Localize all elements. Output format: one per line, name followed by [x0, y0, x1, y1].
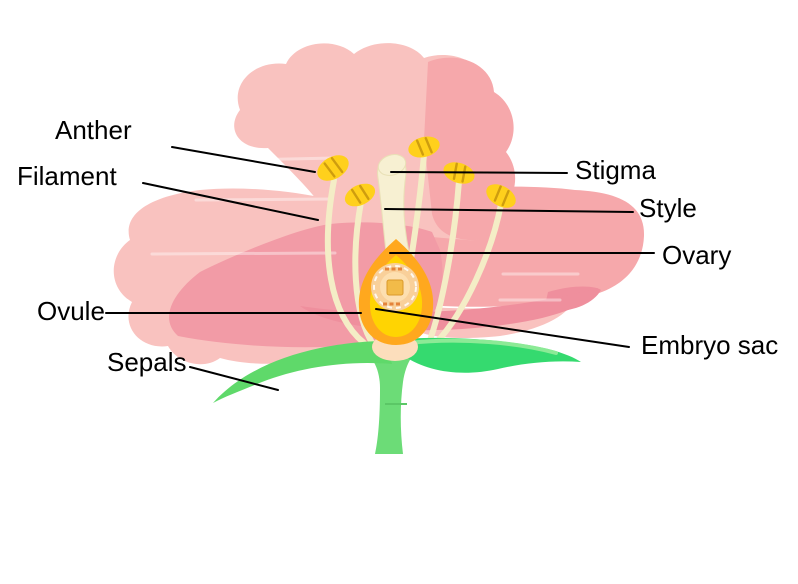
- petal-streak-3: [150, 251, 337, 256]
- stigma-shape: [377, 154, 407, 176]
- filament-leader-line: [142, 182, 319, 221]
- stigma-leader-line: [390, 171, 568, 174]
- filament-1: [324, 177, 367, 346]
- anther-1: [317, 155, 349, 181]
- filament-4: [425, 178, 462, 349]
- label-ovary: Ovary: [662, 240, 732, 270]
- sepal-right-highlight: [406, 338, 558, 355]
- sepals-and-stem: [213, 337, 581, 454]
- anther-leader-line: [171, 146, 316, 173]
- sepals-leader-line: [189, 366, 279, 391]
- pistil: [377, 154, 410, 253]
- style-leader-line: [384, 208, 634, 213]
- stem-shape: [352, 343, 428, 454]
- leader-lines: [105, 146, 655, 391]
- label-embryo-sac: Embryo sac: [641, 330, 779, 360]
- anther-5: [486, 184, 516, 208]
- label-anther: Anther: [55, 115, 132, 145]
- petal-streak-1: [238, 156, 337, 162]
- anther-2: [344, 183, 376, 207]
- embryo-sac-center: [386, 279, 404, 296]
- filament-2: [352, 199, 377, 349]
- label-ovule: Ovule: [37, 296, 105, 326]
- ovary-group: [358, 239, 434, 361]
- anther-3: [408, 136, 440, 158]
- filament-5: [433, 201, 504, 346]
- embryo-sac-ring: [373, 265, 417, 309]
- label-filament: Filament: [17, 161, 117, 191]
- label-style: Style: [639, 193, 697, 223]
- embryo-sac-leader-line: [375, 308, 630, 348]
- label-stigma: Stigma: [575, 155, 656, 185]
- sepal-left: [213, 341, 392, 403]
- label-sepals: Sepals: [107, 347, 187, 377]
